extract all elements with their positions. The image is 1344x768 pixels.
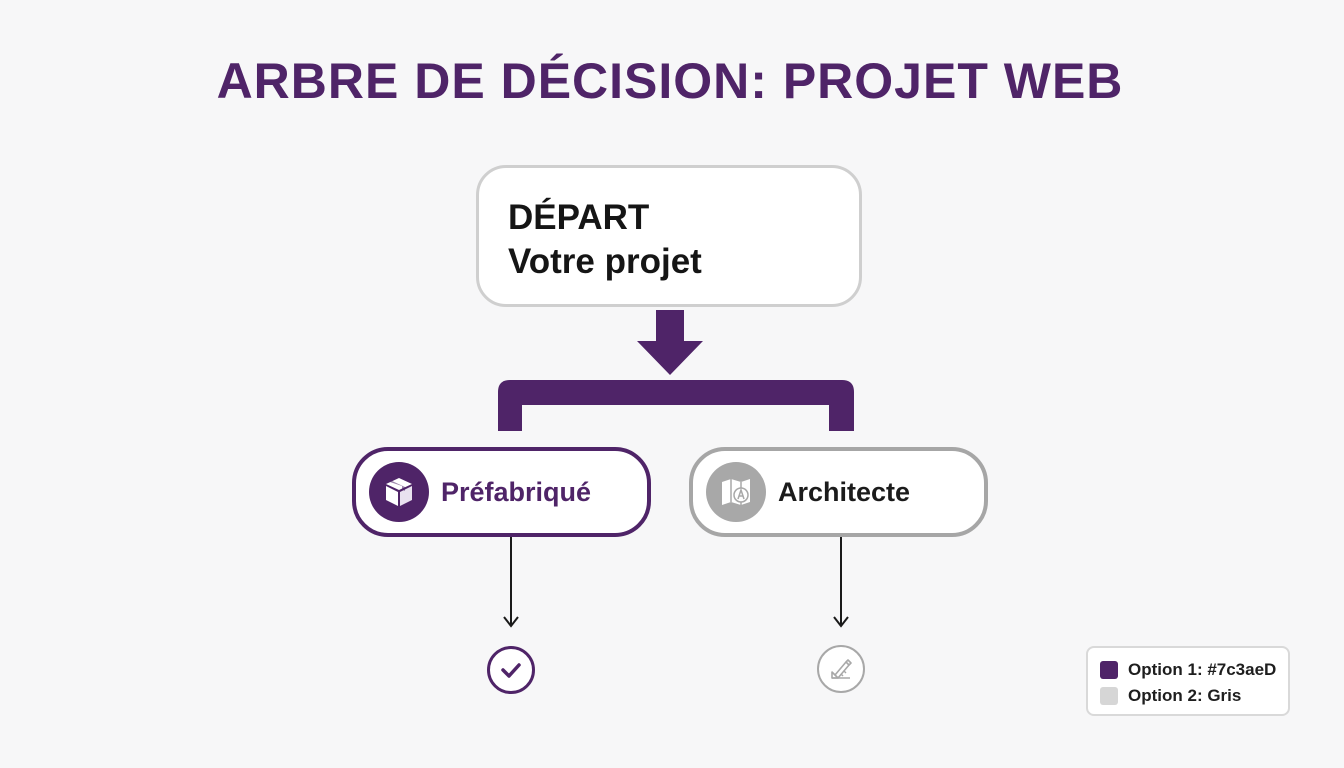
option-prefabrique: Préfabriqué xyxy=(352,447,651,537)
start-node-title: DÉPART xyxy=(508,198,650,237)
legend-swatch-option-1 xyxy=(1100,661,1118,679)
legend-item-option-1: Option 1: #7c3aeD xyxy=(1100,657,1288,683)
checkmark-icon xyxy=(487,646,535,694)
page-title: ARBRE DE DÉCISION: PROJET WEB xyxy=(216,53,1124,109)
option-1-down-arrow xyxy=(503,537,519,628)
option-2-down-arrow xyxy=(833,537,849,628)
start-node-subtitle: Votre projet xyxy=(508,242,702,281)
option-architecte-label: Architecte xyxy=(778,476,911,507)
blueprint-icon xyxy=(706,462,766,522)
legend-item-option-2: Option 2: Gris xyxy=(1100,683,1288,709)
branch-bracket xyxy=(498,380,854,431)
down-arrow-icon xyxy=(637,310,703,375)
legend-swatch-option-2 xyxy=(1100,687,1118,705)
pencil-ruler-icon xyxy=(817,645,865,693)
start-node: DÉPART Votre projet xyxy=(476,165,862,307)
option-architecte: Architecte xyxy=(689,447,988,537)
option-prefabrique-label: Préfabriqué xyxy=(441,476,592,507)
package-box-icon xyxy=(369,462,429,522)
legend: Option 1: #7c3aeD Option 2: Gris xyxy=(1086,646,1290,716)
legend-label-option-2: Option 2: Gris xyxy=(1128,686,1242,705)
legend-label-option-1: Option 1: #7c3aeD xyxy=(1128,660,1277,679)
